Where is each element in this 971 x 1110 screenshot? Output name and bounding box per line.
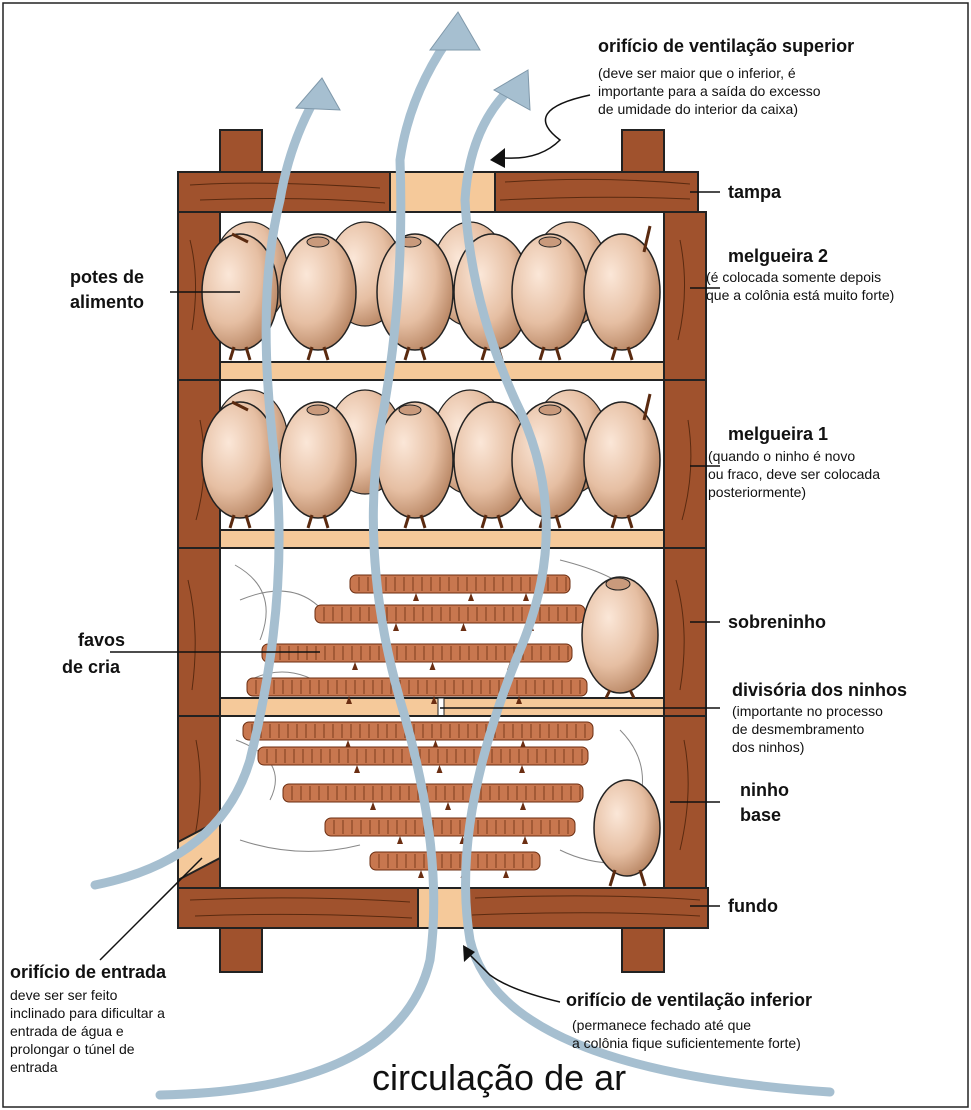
hive-bottom: [178, 888, 708, 928]
hive-lid: [178, 172, 698, 212]
pot-opening: [539, 237, 561, 247]
label-favos-2: de cria: [62, 657, 121, 677]
label-vent-superior-note-1: (deve ser maior que o inferior, é: [598, 65, 796, 81]
brood-comb: [243, 722, 593, 740]
pot-opening: [399, 405, 421, 415]
label-melgueira-2-note-2: que a colônia está muito forte): [706, 287, 894, 303]
label-sobreninho: sobreninho: [728, 612, 826, 632]
label-vent-superior-title: orifício de ventilação superior: [598, 36, 854, 56]
label-divisoria-note-1: (importante no processo: [732, 703, 883, 719]
food-pot: [377, 402, 453, 518]
label-vent-inferior-title: orifício de ventilação inferior: [566, 990, 812, 1010]
label-favos-1: favos: [78, 630, 125, 650]
label-melgueira-1-note-3: posteriormente): [708, 484, 806, 500]
label-vent-superior-note-3: de umidade do interior da caixa): [598, 101, 798, 117]
footer-title: circulação de ar: [372, 1057, 626, 1098]
label-divisoria-title: divisória dos ninhos: [732, 680, 907, 700]
label-entrada-note-4: prolongar o túnel de: [10, 1041, 135, 1057]
pot-opening: [307, 405, 329, 415]
label-vent-inferior-note-2: a colônia fique suficientemente forte): [572, 1035, 801, 1051]
label-fundo: fundo: [728, 896, 778, 916]
label-vent-inferior-note-1: (permanece fechado até que: [572, 1017, 751, 1033]
pot-opening: [539, 405, 561, 415]
label-vent-superior-note-2: importante para a saída do excesso: [598, 83, 821, 99]
food-pot: [584, 402, 660, 518]
brood-comb: [325, 818, 575, 836]
label-divisoria-note-2: de desmembramento: [732, 721, 865, 737]
label-entrada-title: orifício de entrada: [10, 962, 167, 982]
label-entrada-note-5: entrada: [10, 1059, 58, 1075]
label-ninho-base-2: base: [740, 805, 781, 825]
label-ninho-base-1: ninho: [740, 780, 789, 800]
label-melgueira-2-note-1: (é colocada somente depois: [706, 269, 881, 285]
label-potes-1: potes de: [70, 267, 144, 287]
label-melgueira-2-title: melgueira 2: [728, 246, 828, 266]
label-entrada-note-1: deve ser ser feito: [10, 987, 118, 1003]
food-pot: [280, 234, 356, 350]
bottom-vent-opening: [418, 888, 466, 928]
pot-opening: [307, 237, 329, 247]
brood-comb: [247, 678, 587, 696]
label-potes-2: alimento: [70, 292, 144, 312]
label-entrada-note-3: entrada de água e: [10, 1023, 124, 1039]
label-melgueira-1-title: melgueira 1: [728, 424, 828, 444]
label-divisoria-note-3: dos ninhos): [732, 739, 804, 755]
label-entrada-note-2: inclinado para dificultar a: [10, 1005, 165, 1021]
label-melgueira-1-note-2: ou fraco, deve ser colocada: [708, 466, 880, 482]
brood-comb: [258, 747, 588, 765]
food-pot: [377, 234, 453, 350]
top-vent-opening: [390, 172, 495, 212]
food-pot: [280, 402, 356, 518]
label-tampa: tampa: [728, 182, 782, 202]
label-melgueira-1-note-1: (quando o ninho é novo: [708, 448, 855, 464]
food-pot: [512, 234, 588, 350]
brood-comb: [370, 852, 540, 870]
food-pot: [584, 234, 660, 350]
